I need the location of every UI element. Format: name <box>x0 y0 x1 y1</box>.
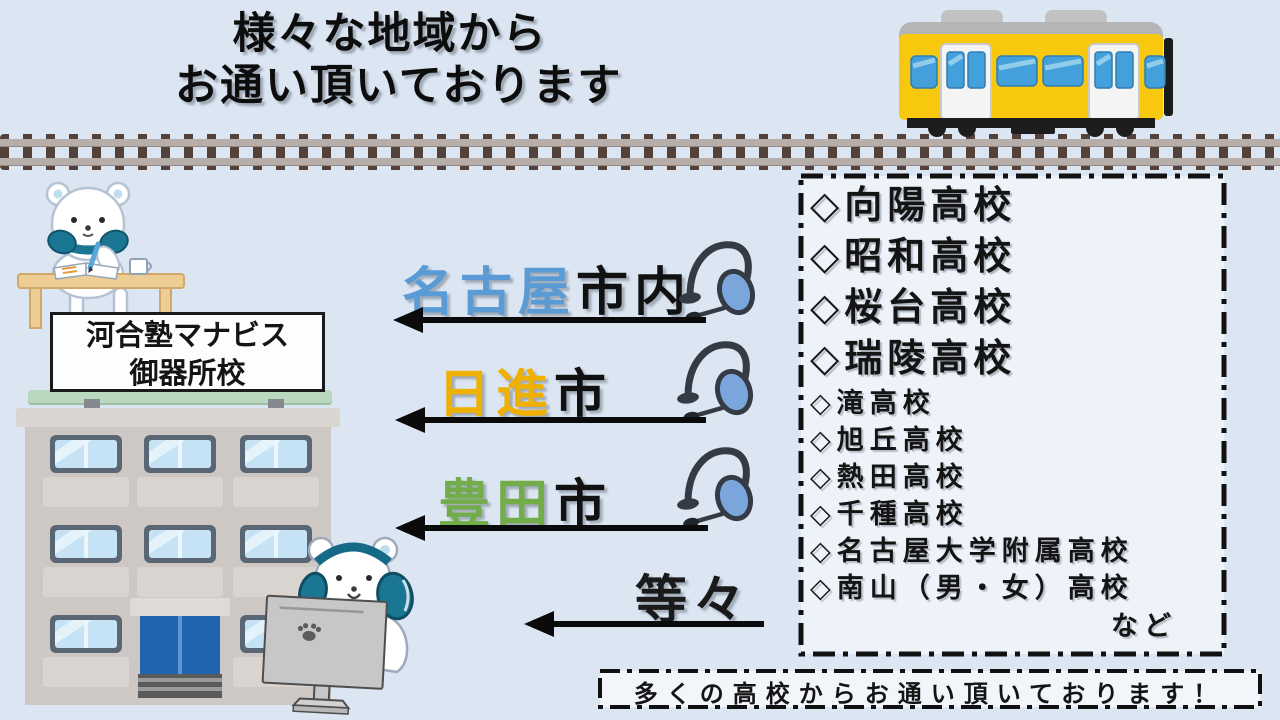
arrow-from-nisshin <box>395 407 706 433</box>
school-item: ◇旭丘高校 <box>810 425 969 455</box>
school-item: ◇名古屋大学附属高校 <box>810 536 1134 566</box>
banner-text: 多くの高校からお通い頂いております！ <box>633 681 1227 708</box>
school-name-line1: 河合塾マナビス <box>85 320 289 352</box>
arrow-from-nagoya <box>393 307 706 333</box>
railway-rail-icon <box>0 139 1280 146</box>
school-item: ◇南山（男・女）高校 <box>810 573 1134 603</box>
page-title-line1: 様々な地域から <box>232 10 548 58</box>
region-suffix-nagoya: 市内 <box>576 264 693 322</box>
region-name-toyota: 豊田 <box>438 476 555 534</box>
page-title: 様々な地域から お通い頂いております <box>175 8 623 113</box>
roof-sign-board <box>28 390 332 403</box>
high-school-list-panel: ◇向陽高校 ◇昭和高校 ◇桜台高校 ◇瑞陵高校 ◇滝高校 ◇旭丘高校 ◇熱田高校… <box>798 173 1227 657</box>
railway-rail-icon <box>0 158 1280 165</box>
school-item: ◇向陽高校 <box>810 185 1017 227</box>
headset-icon <box>677 447 754 528</box>
school-item: ◇桜台高校 <box>810 287 1017 329</box>
high-school-list: ◇向陽高校 ◇昭和高校 ◇桜台高校 ◇瑞陵高校 ◇滝高校 ◇旭丘高校 ◇熱田高校… <box>810 181 1215 645</box>
school-item: ◇瑞陵高校 <box>810 338 1017 380</box>
headset-icon <box>677 341 754 422</box>
polar-bear-studying-icon <box>17 181 185 329</box>
region-name-nagoya: 名古屋 <box>402 264 577 322</box>
school-item: ◇滝高校 <box>810 388 936 418</box>
school-list-etc: など <box>1111 611 1177 641</box>
school-name-label: 河合塾マナビス 御器所校 <box>50 312 325 392</box>
page-title-line2: お通い頂いております <box>175 62 623 111</box>
region-row-etc: 等々 <box>635 558 751 633</box>
school-item: ◇千種高校 <box>810 499 969 529</box>
polar-bear-headset-icon <box>261 536 414 715</box>
arrow-from-etc <box>524 611 764 637</box>
dash-dot-border <box>598 669 1262 709</box>
arrow-from-toyota <box>395 515 708 541</box>
region-suffix-nisshin: 市 <box>554 366 613 424</box>
bottom-banner: 多くの高校からお通い頂いております！ <box>598 669 1262 709</box>
school-item: ◇昭和高校 <box>810 236 1017 278</box>
region-name-nisshin: 日進 <box>438 366 555 424</box>
school-item: ◇熱田高校 <box>810 462 969 492</box>
region-suffix-toyota: 市 <box>554 476 613 534</box>
region-name-etc: 等々 <box>635 572 752 630</box>
region-row-toyota: 豊田市 <box>438 462 612 537</box>
region-row-nagoya: 名古屋市内 <box>402 250 692 325</box>
train-icon <box>899 10 1173 137</box>
region-row-nisshin: 日進市 <box>438 352 612 427</box>
dash-dot-border <box>798 173 1227 657</box>
school-name-line2: 御器所校 <box>129 358 246 390</box>
